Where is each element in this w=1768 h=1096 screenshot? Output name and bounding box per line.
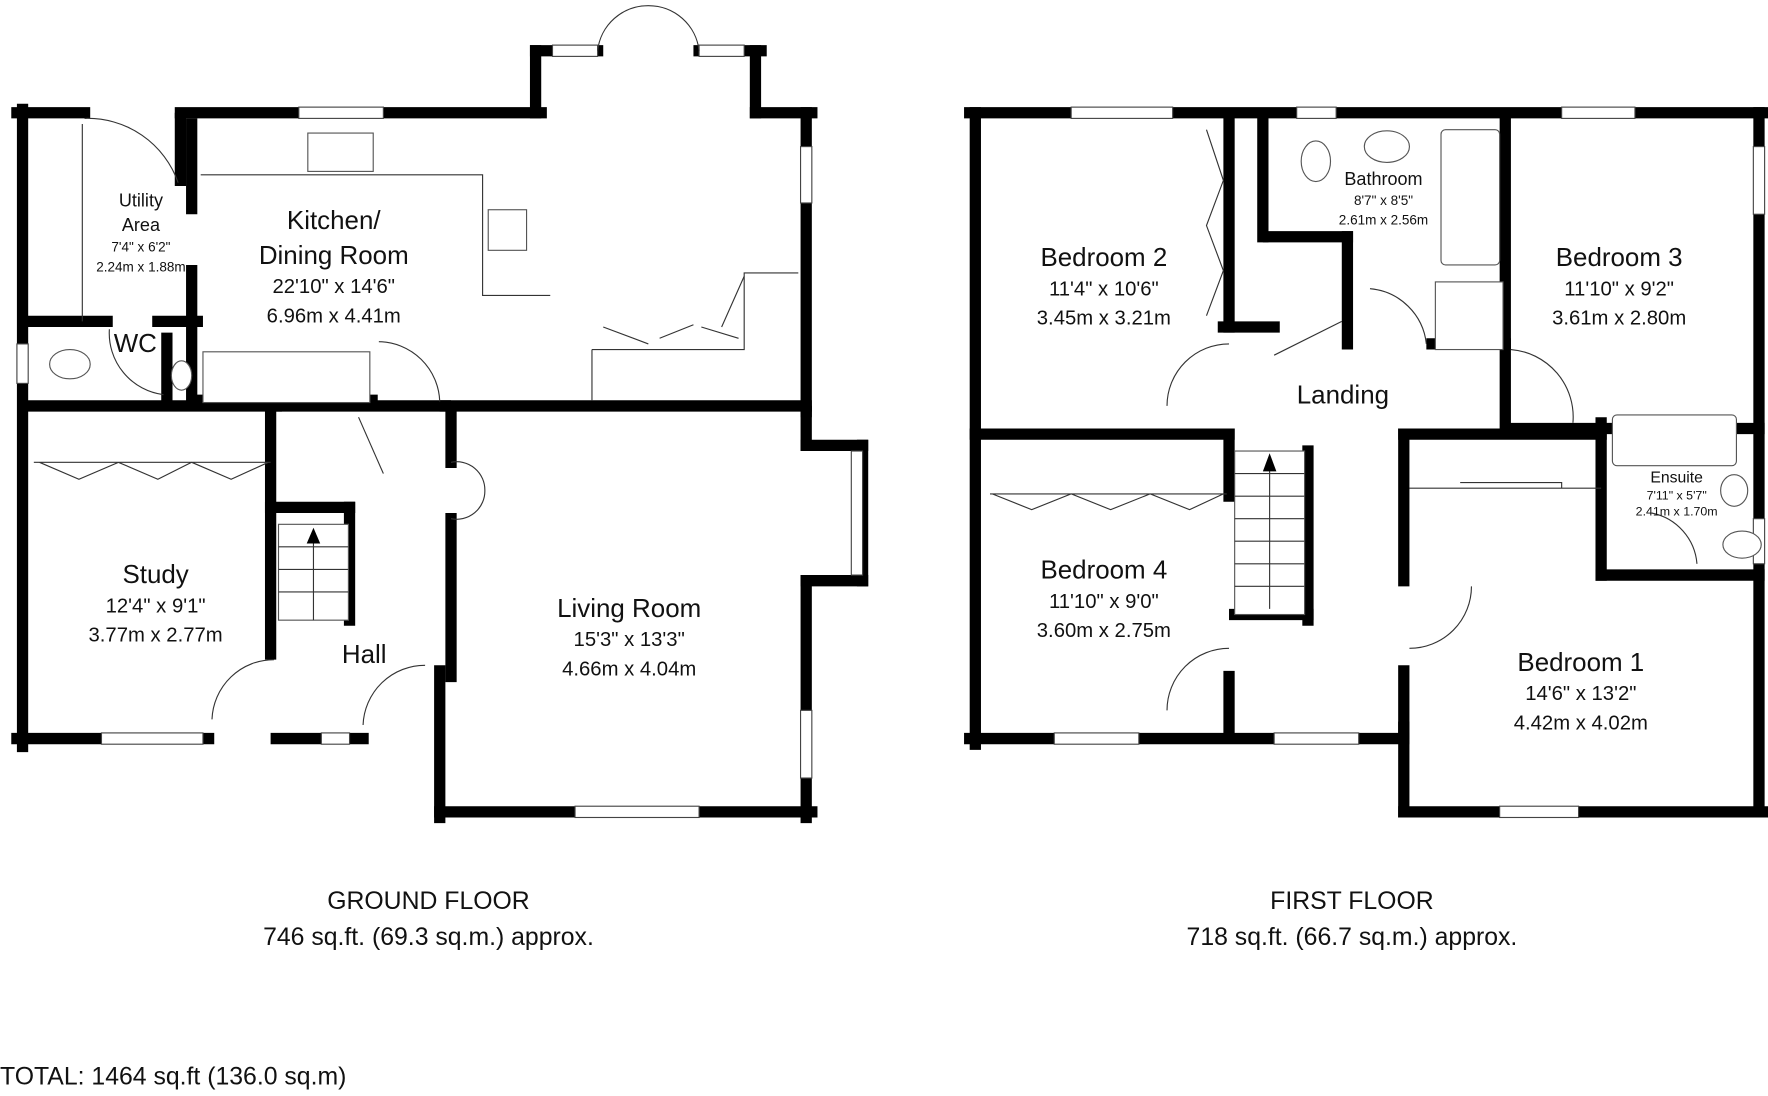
window [1499, 805, 1580, 819]
room-utility: Utility Area 7'4" x 6'2" 2.24m x 1.88m [96, 190, 185, 274]
room-metric: 3.61m x 2.80m [1552, 308, 1686, 330]
room-name: Area [122, 215, 161, 235]
room-metric: 4.66m x 4.04m [562, 658, 696, 680]
room-metric: 2.24m x 1.88m [96, 260, 185, 275]
room-ensuite: Ensuite 7'11" x 5'7" 2.41m x 1.70m [1636, 470, 1718, 519]
window [850, 450, 864, 576]
room-imperial: 14'6" x 13'2" [1525, 683, 1636, 705]
window [799, 146, 813, 204]
bath-icon [1440, 129, 1501, 266]
room-name: Bedroom 4 [1040, 556, 1167, 584]
room-name: Living Room [557, 595, 701, 623]
room-name: Kitchen/ [287, 207, 381, 235]
room-imperial: 7'4" x 6'2" [111, 239, 170, 254]
room-study: Study 12'4" x 9'1" 3.77m x 2.77m [89, 561, 223, 647]
window [320, 732, 351, 745]
room-hall: Hall [342, 641, 387, 669]
room-name: Dining Room [259, 242, 409, 270]
room-metric: 3.45m x 3.21m [1037, 308, 1171, 330]
room-name: Ensuite [1650, 470, 1703, 487]
window [551, 44, 599, 57]
room-name: Bedroom 1 [1517, 649, 1644, 677]
room-name: Bedroom 2 [1040, 244, 1167, 272]
walls [11, 45, 1768, 824]
room-imperial: 8'7" x 8'5" [1354, 193, 1413, 208]
total-area: TOTAL: 1464 sq.ft (136.0 sq.m) [0, 1064, 346, 1091]
ground-floor-title: GROUND FLOOR [327, 888, 530, 915]
window [574, 805, 700, 819]
room-metric: 3.60m x 2.75m [1037, 620, 1171, 642]
room-name: Bathroom [1344, 169, 1422, 189]
window [1752, 146, 1766, 215]
room-metric: 2.41m x 1.70m [1636, 504, 1718, 518]
room-imperial: 22'10" x 14'6" [272, 276, 395, 298]
first-floor-title: FIRST FLOOR [1270, 888, 1434, 915]
room-imperial: 7'11" x 5'7" [1647, 489, 1707, 503]
room-metric: 3.77m x 2.77m [89, 625, 223, 647]
window [1561, 106, 1636, 119]
room-bedroom3: Bedroom 3 11'10" x 9'2" 3.61m x 2.80m [1552, 244, 1686, 330]
room-imperial: 11'10" x 9'2" [1564, 278, 1674, 300]
room-name: Utility [119, 190, 163, 210]
room-name: Bedroom 3 [1556, 244, 1683, 272]
room-landing: Landing [1297, 382, 1389, 410]
window [1273, 732, 1360, 745]
room-name: Study [122, 561, 188, 589]
room-wc: WC [114, 330, 157, 358]
room-metric: 2.61m x 2.56m [1339, 212, 1428, 227]
room-living: Living Room 15'3" x 13'3" 4.66m x 4.04m [557, 595, 701, 681]
windows [16, 44, 1766, 819]
first-floor-area: 718 sq.ft. (66.7 sq.m.) approx. [1187, 924, 1518, 951]
window [799, 709, 813, 779]
room-imperial: 11'10" x 9'0" [1049, 591, 1159, 613]
window [1070, 106, 1174, 119]
room-bedroom1: Bedroom 1 14'6" x 13'2" 4.42m x 4.02m [1514, 649, 1648, 735]
fixtures [33, 5, 1762, 726]
basin-icon [170, 360, 193, 391]
sink-icon [307, 132, 374, 172]
ground-floor-area: 746 sq.ft. (69.3 sq.m.) approx. [263, 924, 594, 951]
window [698, 44, 745, 57]
room-kitchen: Kitchen/ Dining Room 22'10" x 14'6" 6.96… [259, 207, 409, 328]
room-imperial: 15'3" x 13'3" [574, 629, 685, 651]
room-bedroom4: Bedroom 4 11'10" x 9'0" 3.60m x 2.75m [1037, 556, 1171, 642]
toilet-icon [49, 348, 91, 380]
window [298, 106, 384, 119]
hob-icon [487, 209, 528, 251]
window [16, 343, 29, 384]
room-bathroom: Bathroom 8'7" x 8'5" 2.61m x 2.56m [1339, 169, 1428, 227]
room-metric: 4.42m x 4.02m [1514, 713, 1648, 735]
window [1053, 732, 1140, 745]
room-metric: 6.96m x 4.41m [267, 305, 401, 327]
window [1296, 106, 1337, 119]
room-imperial: 11'4" x 10'6" [1049, 278, 1159, 300]
shower-icon [1434, 281, 1504, 351]
room-imperial: 12'4" x 9'1" [106, 595, 206, 617]
window [100, 732, 204, 745]
room-bedroom2: Bedroom 2 11'4" x 10'6" 3.45m x 3.21m [1037, 244, 1171, 330]
